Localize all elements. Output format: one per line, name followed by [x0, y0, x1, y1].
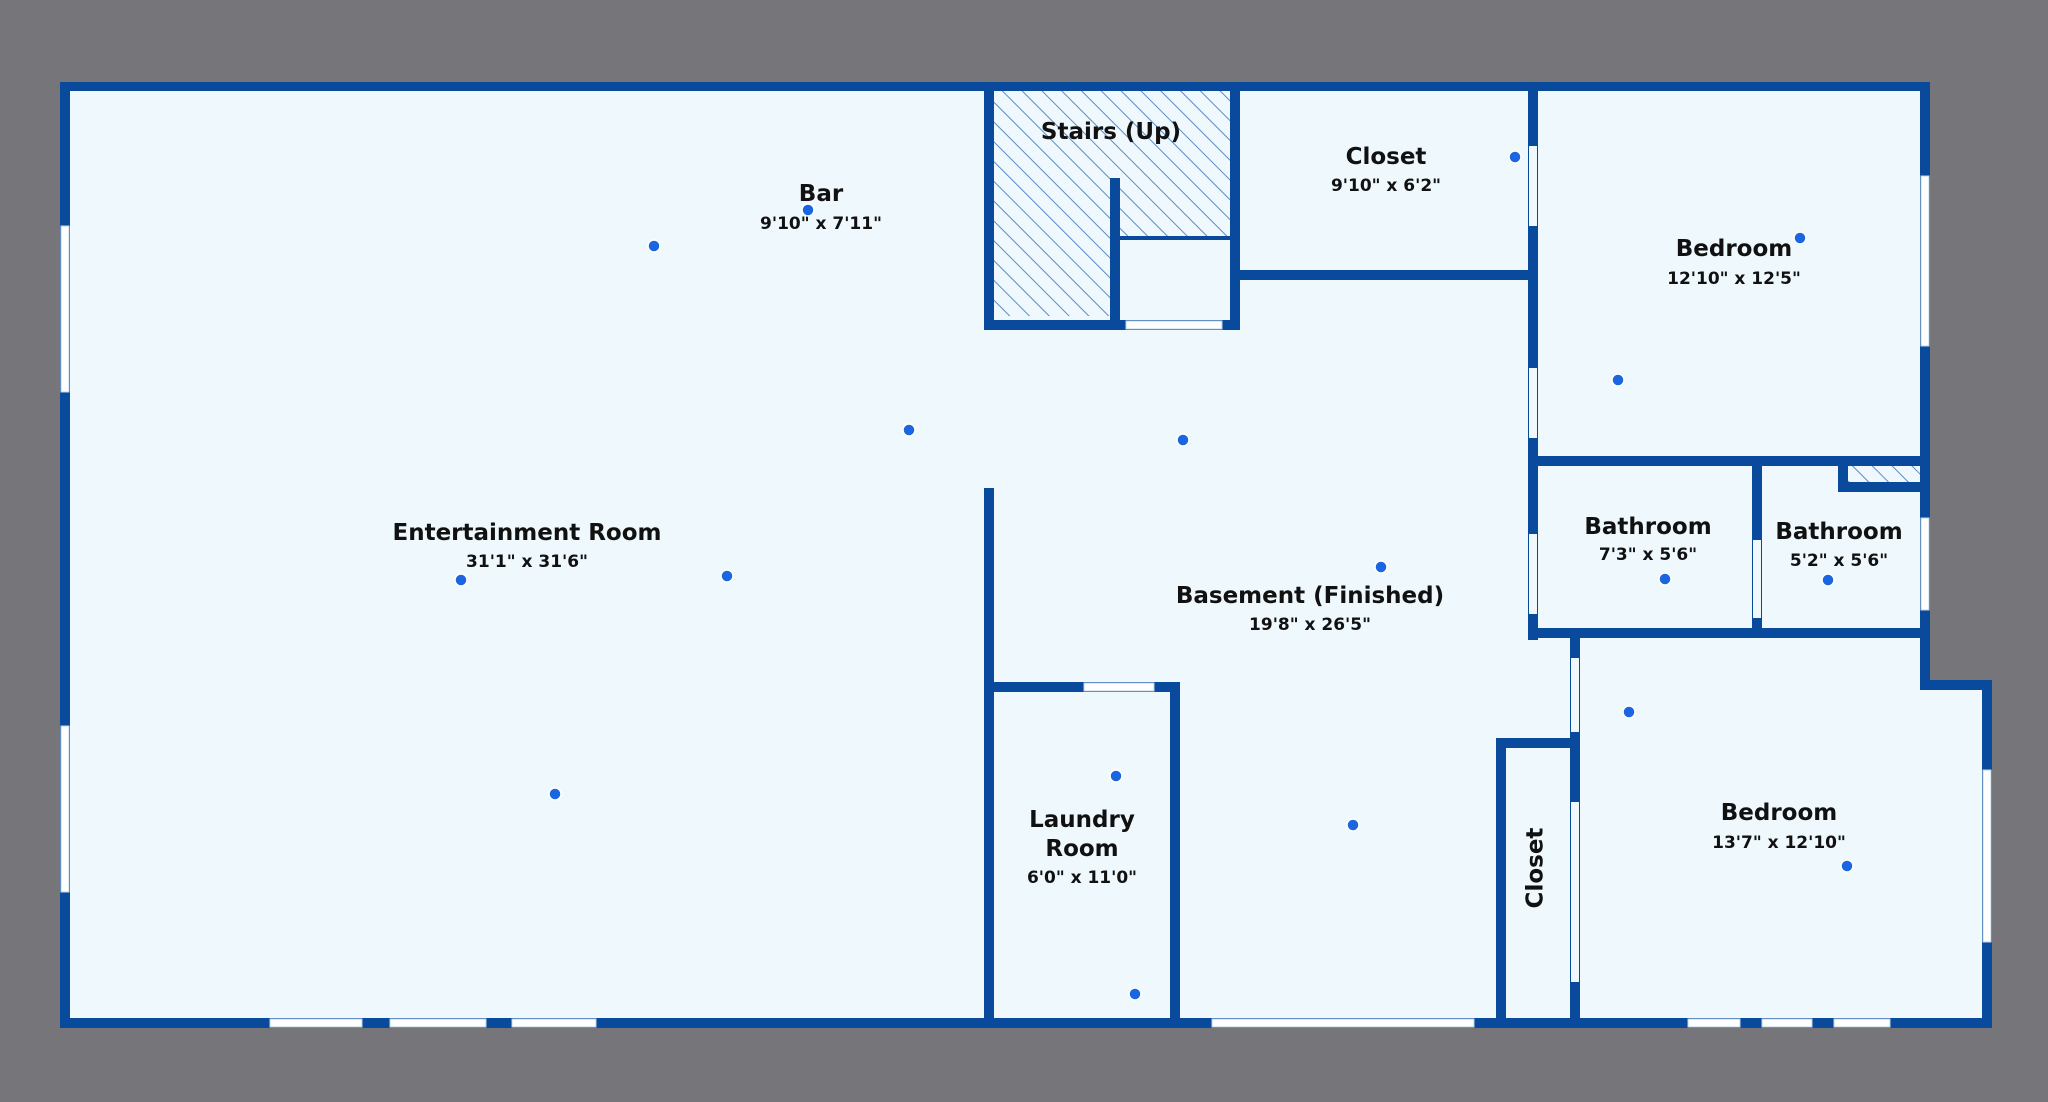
photo-marker-dot[interactable]	[1508, 150, 1522, 164]
room-dims-closet-top: 9'10" x 6'2"	[1331, 176, 1441, 196]
openings	[60, 175, 1992, 1028]
photo-marker-dot[interactable]	[1658, 572, 1672, 586]
room-dims-bathroom-2: 5'2" x 5'6"	[1790, 551, 1888, 571]
stairs-landing	[1120, 240, 1232, 320]
photo-marker-dot[interactable]	[647, 239, 661, 253]
room-dims-bedroom-bottom: 13'7" x 12'10"	[1712, 833, 1846, 853]
room-name-laundry-line1: Laundry	[1029, 807, 1135, 833]
room-dims-basement: 19'8" x 26'5"	[1249, 615, 1371, 635]
room-name-laundry-line2: Room	[1045, 836, 1118, 862]
room-name-bathroom-2: Bathroom	[1775, 519, 1902, 545]
photo-marker-dot[interactable]	[1793, 231, 1807, 245]
room-name-basement: Basement (Finished)	[1176, 583, 1444, 609]
photo-marker-dot[interactable]	[1622, 705, 1636, 719]
room-dims-laundry: 6'0" x 11'0"	[1027, 868, 1137, 888]
room-dims-entertainment: 31'1" x 31'6"	[466, 552, 588, 572]
photo-marker-dot[interactable]	[1109, 769, 1123, 783]
photo-markers	[454, 150, 1854, 1001]
photo-marker-dot[interactable]	[1374, 560, 1388, 574]
room-name-bedroom-bottom: Bedroom	[1721, 800, 1838, 826]
room-name-bar: Bar	[799, 181, 844, 207]
room-dims-bathroom-1: 7'3" x 5'6"	[1599, 545, 1697, 565]
photo-marker-dot[interactable]	[1128, 987, 1142, 1001]
room-dims-bedroom-top: 12'10" x 12'5"	[1667, 269, 1801, 289]
room-name-bedroom-top: Bedroom	[1676, 236, 1793, 262]
photo-marker-dot[interactable]	[720, 569, 734, 583]
photo-marker-dot[interactable]	[1840, 859, 1854, 873]
room-name-bathroom-1: Bathroom	[1584, 514, 1711, 540]
photo-marker-dot[interactable]	[454, 573, 468, 587]
photo-marker-dot[interactable]	[1176, 433, 1190, 447]
photo-marker-dot[interactable]	[1611, 373, 1625, 387]
interior-doors	[1529, 146, 1761, 982]
photo-marker-dot[interactable]	[902, 423, 916, 437]
photo-marker-dot[interactable]	[548, 787, 562, 801]
room-name-closet-top: Closet	[1346, 144, 1427, 170]
room-name-closet-side: Closet	[1523, 828, 1549, 909]
photo-marker-dot[interactable]	[801, 203, 815, 217]
photo-marker-dot[interactable]	[1346, 818, 1360, 832]
bathroom-hatch	[1848, 466, 1920, 482]
room-name-entertainment: Entertainment Room	[392, 520, 661, 546]
room-dims-bar: 9'10" x 7'11"	[760, 214, 882, 234]
photo-marker-dot[interactable]	[1821, 573, 1835, 587]
room-name-stairs: Stairs (Up)	[1041, 119, 1181, 145]
